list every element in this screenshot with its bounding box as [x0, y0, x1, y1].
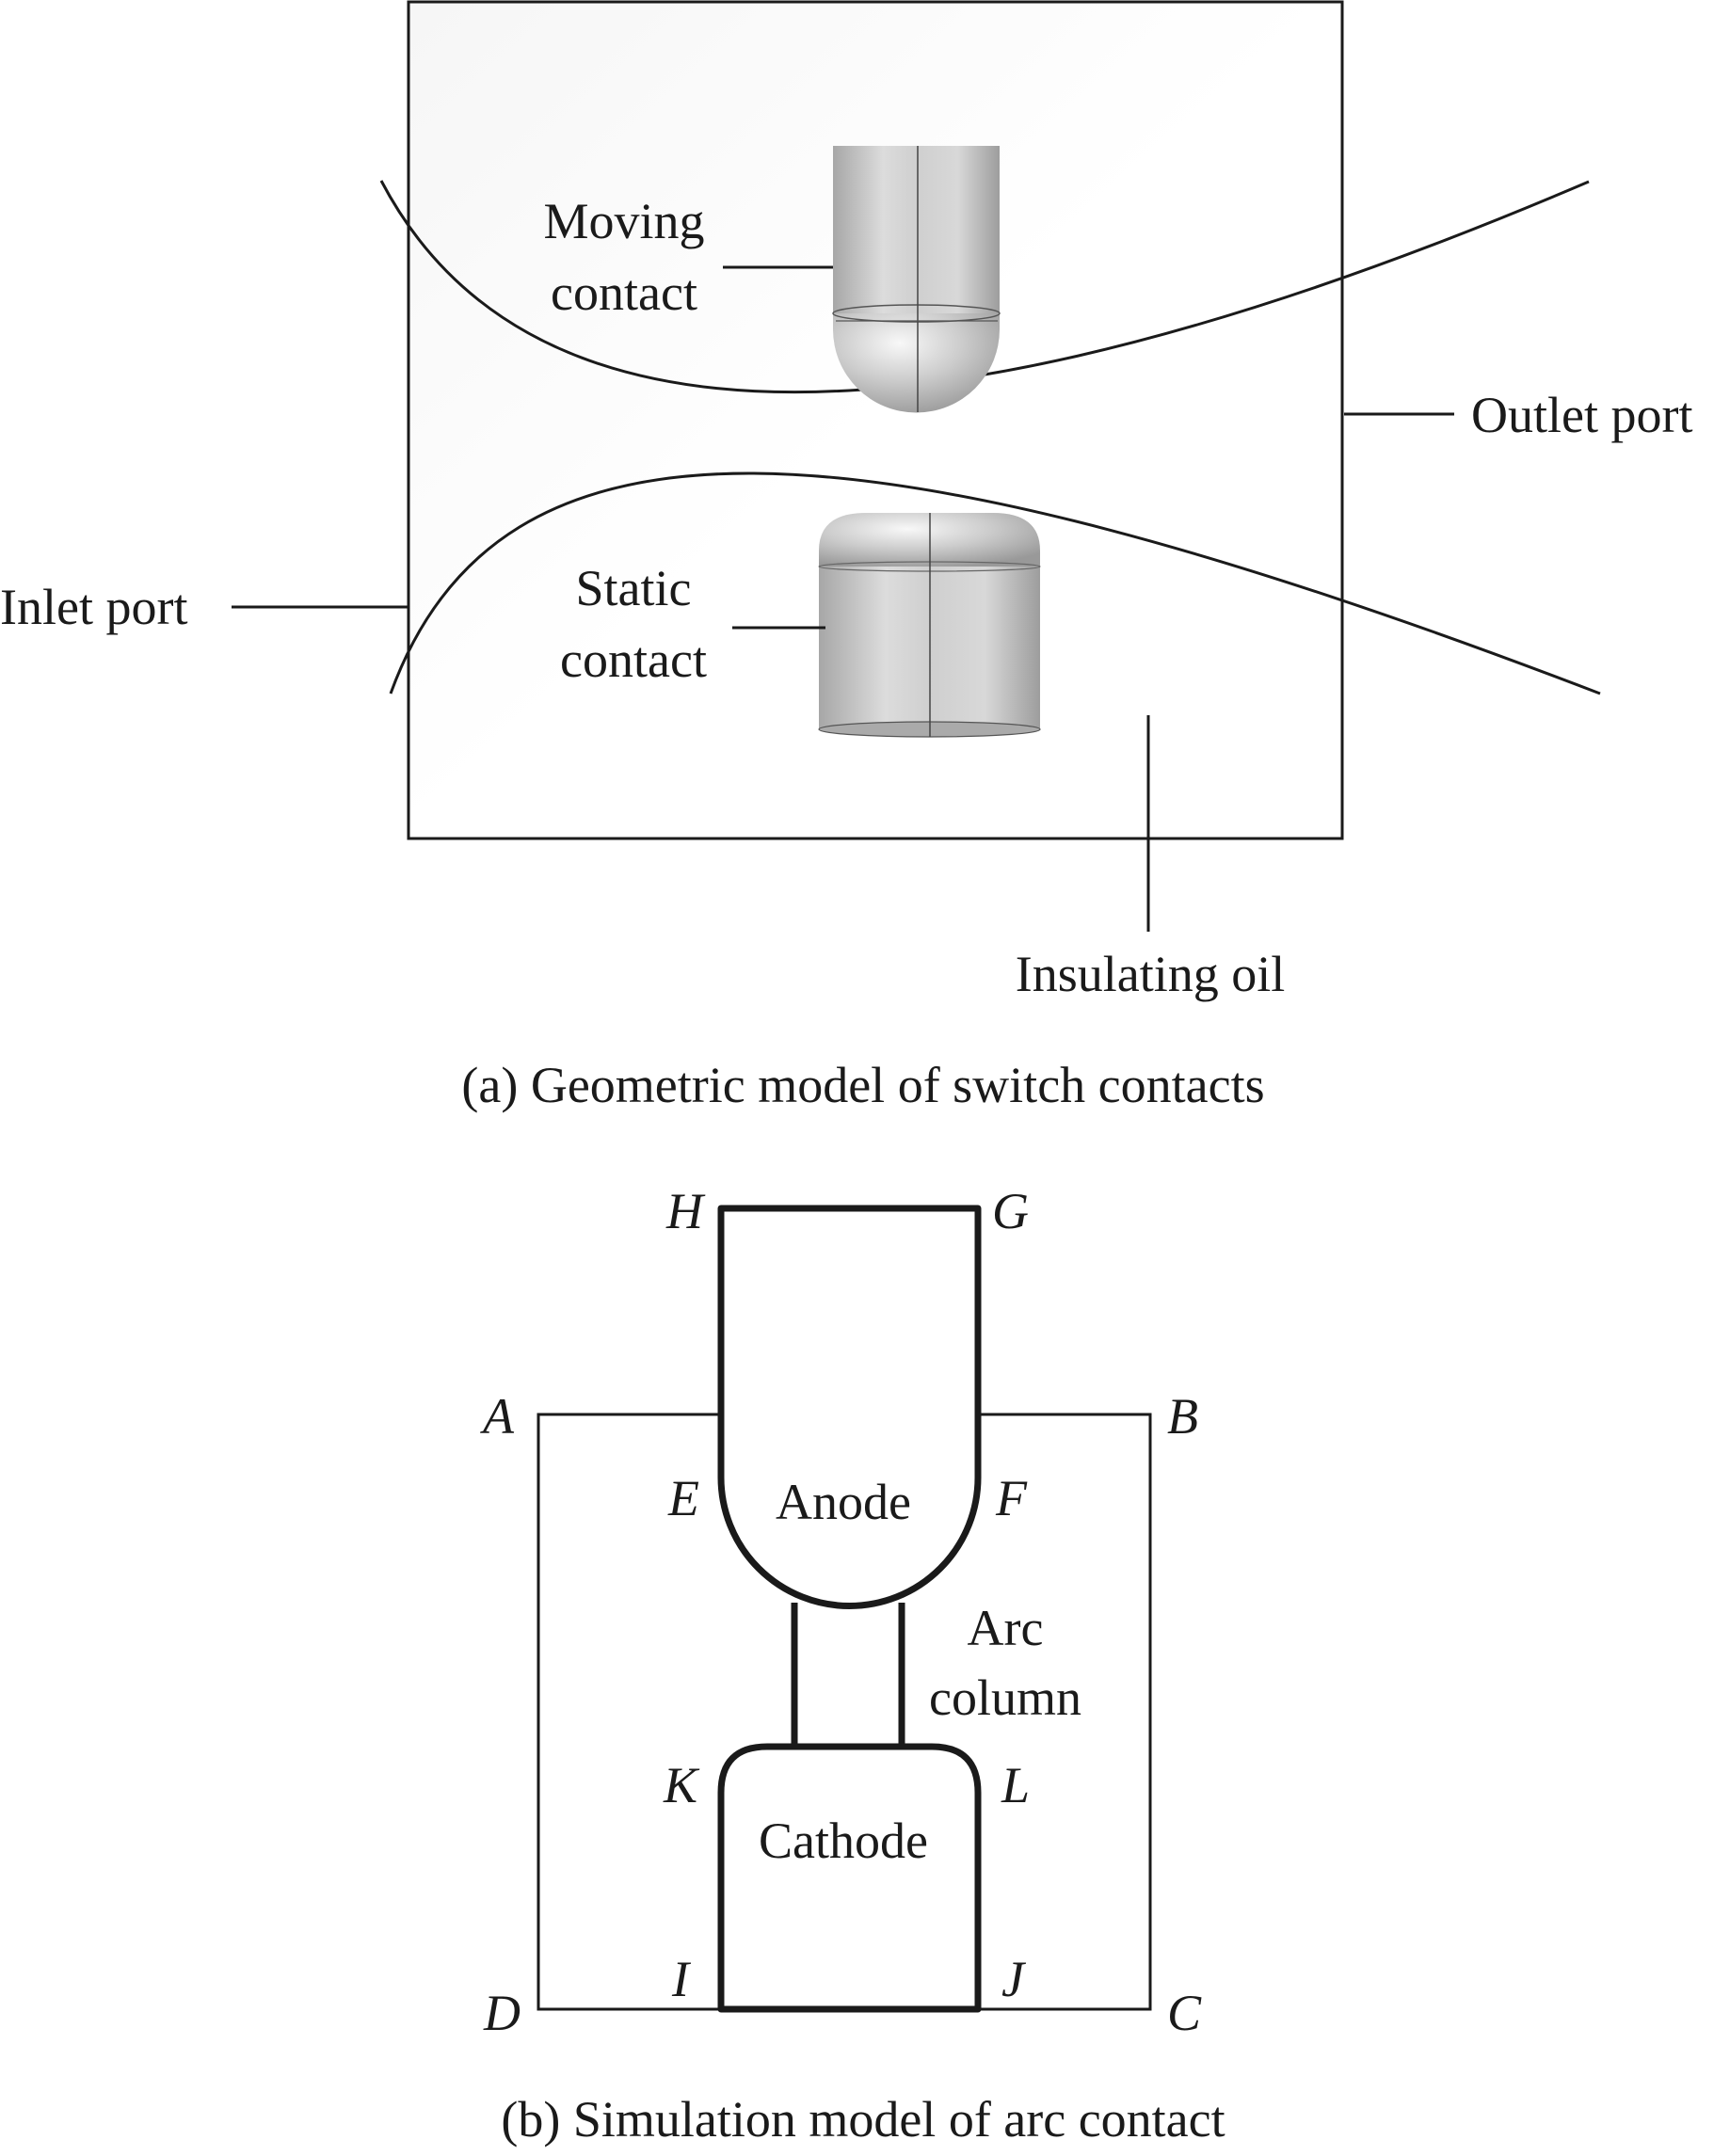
caption-a: (a) Geometric model of switch contacts [461, 1057, 1264, 1113]
caption-b: (b) Simulation model of arc contact [501, 2091, 1225, 2148]
point-d: D [483, 1985, 521, 2041]
outlet-port-label: Outlet port [1471, 387, 1692, 443]
panel-a: Moving contact Static contact Outlet por… [0, 0, 1692, 1113]
static-contact-label-2: contact [560, 631, 707, 688]
point-b: B [1167, 1388, 1198, 1445]
point-c: C [1167, 1985, 1202, 2041]
point-h: H [665, 1183, 706, 1239]
point-a: A [480, 1388, 515, 1445]
point-e: E [667, 1470, 699, 1526]
panel-b: Anode Cathode Arc column H G A B E F K L… [480, 1183, 1225, 2148]
anode-label: Anode [776, 1474, 911, 1530]
point-i: I [671, 1951, 692, 2007]
static-contact-model [818, 513, 1041, 738]
point-g: G [992, 1183, 1029, 1239]
point-l: L [1001, 1757, 1030, 1813]
arc-column-label-1: Arc [968, 1600, 1044, 1656]
moving-contact-label-2: contact [551, 264, 697, 321]
arc-column-label-2: column [929, 1669, 1081, 1726]
upper-nozzle-curve [379, 180, 1590, 394]
point-k: K [663, 1757, 700, 1813]
lower-nozzle-curve [389, 471, 1601, 695]
moving-contact-label-1: Moving [543, 193, 704, 249]
cathode-label: Cathode [759, 1813, 928, 1869]
moving-contact-model [832, 146, 1001, 413]
anode-shape [717, 1205, 982, 1609]
point-j: J [1001, 1951, 1027, 2007]
point-f: F [995, 1470, 1028, 1526]
inlet-port-label: Inlet port [0, 579, 187, 635]
insulating-oil-label: Insulating oil [1016, 946, 1285, 1002]
static-contact-label-1: Static [576, 560, 692, 616]
cathode-shape [717, 1743, 982, 2013]
